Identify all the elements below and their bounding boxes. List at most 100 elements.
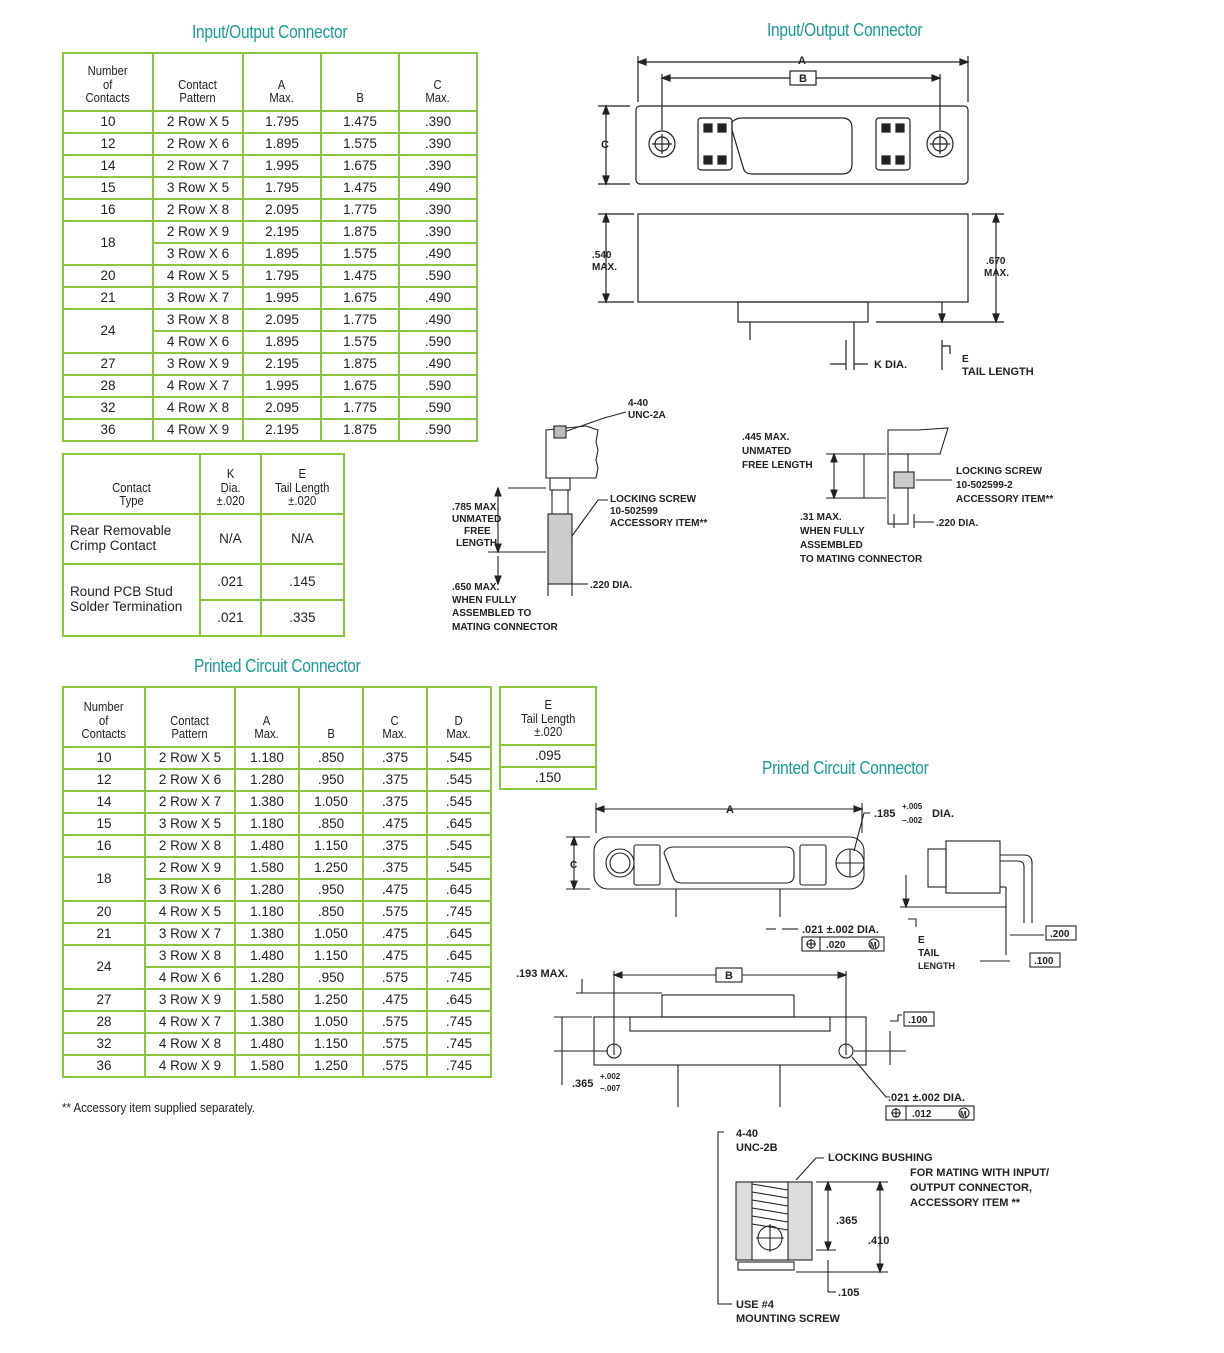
table-cell: 1.775 xyxy=(320,308,400,332)
table-cell: .590 xyxy=(398,330,478,354)
io-drawing-title: Input/Output Connector xyxy=(767,20,923,40)
contacts-count-cell: 32 xyxy=(62,396,154,420)
table-cell: .475 xyxy=(362,944,428,968)
ls2-unmated: UNMATED xyxy=(742,446,791,457)
table-cell: 2.195 xyxy=(242,220,322,244)
ls-part: 10-502599 xyxy=(610,506,658,517)
table-cell: .475 xyxy=(362,878,428,902)
table-cell: 2 Row X 8 xyxy=(144,834,236,858)
ls2-locking-screw: LOCKING SCREW xyxy=(956,466,1043,477)
table-cell: 2.095 xyxy=(242,198,322,222)
table-cell: .375 xyxy=(362,790,428,814)
table-cell: .475 xyxy=(362,812,428,836)
table-cell: 3 Row X 5 xyxy=(152,176,244,200)
table-cell: 2.095 xyxy=(242,396,322,420)
contacts-count-cell: 16 xyxy=(62,834,146,858)
table-cell: 4 Row X 6 xyxy=(144,966,236,990)
table-cell: 2.195 xyxy=(242,352,322,376)
table-cell: .490 xyxy=(398,286,478,310)
contacts-count-cell: 20 xyxy=(62,264,154,288)
table-cell: 4 Row X 7 xyxy=(144,1010,236,1034)
table-cell: 1.475 xyxy=(320,176,400,200)
ls2-to-mating: TO MATING CONNECTOR xyxy=(800,554,923,565)
table-cell: .590 xyxy=(398,418,478,442)
table-cell: 1.895 xyxy=(242,242,322,266)
table-cell: 2 Row X 8 xyxy=(152,198,244,222)
pc-365: .365 xyxy=(572,1078,593,1090)
table-cell: .545 xyxy=(426,834,492,858)
table-cell: 1.250 xyxy=(298,1054,364,1078)
column-header: B xyxy=(298,686,364,748)
pc-dim-c: C xyxy=(570,860,577,871)
ls-unc2a: UNC-2A xyxy=(628,410,666,421)
table-cell: 3 Row X 7 xyxy=(152,286,244,310)
ls-mating-connector: MATING CONNECTOR xyxy=(452,622,559,633)
table-row: .021.335 xyxy=(63,599,346,637)
pc-100-b: .100 xyxy=(908,1015,928,1026)
table-cell: 1.150 xyxy=(298,1032,364,1056)
contacts-count-cell: 15 xyxy=(62,176,154,200)
footnote: ** Accessory item supplied separately. xyxy=(62,1100,256,1115)
table-cell: 4 Row X 7 xyxy=(152,374,244,398)
table-cell: 1.250 xyxy=(298,856,364,880)
table-cell: 3 Row X 6 xyxy=(152,242,244,266)
table-cell: 1.180 xyxy=(234,900,300,924)
ls2-31-max: .31 MAX. xyxy=(800,512,842,523)
locking-bushing-drawing: 4-40 UNC-2B LOCKING BUSHING FOR MATING W… xyxy=(717,1128,1049,1325)
pc-minus002: −.002 xyxy=(902,816,923,825)
table-cell: .645 xyxy=(426,812,492,836)
pc-200: .200 xyxy=(1050,929,1070,940)
table-cell: 1.675 xyxy=(320,286,400,310)
pc-185: .185 xyxy=(874,808,895,820)
table-cell: .145 xyxy=(259,563,346,601)
table-cell: 3 Row X 8 xyxy=(144,944,236,968)
table-cell: .645 xyxy=(426,988,492,1012)
table-cell: .545 xyxy=(426,746,492,770)
table-cell: 1.995 xyxy=(242,286,322,310)
dim-tail-length: TAIL LENGTH xyxy=(962,366,1034,378)
table-cell: .745 xyxy=(426,1032,492,1056)
table-cell: .390 xyxy=(398,220,478,244)
dim-b-label: B xyxy=(799,73,807,85)
pc-plus005: +.005 xyxy=(902,802,923,811)
table-cell: .950 xyxy=(298,768,364,792)
lb-410: .410 xyxy=(868,1235,889,1247)
dim-k-dia: K DIA. xyxy=(874,359,907,371)
table-cell: 1.480 xyxy=(234,834,300,858)
table-cell: N/A xyxy=(199,513,262,565)
table-cell: 1.575 xyxy=(320,132,400,156)
ls2-220-dia: .220 DIA. xyxy=(936,518,978,529)
table-cell: .745 xyxy=(426,966,492,990)
table-row: Round PCB Stud Solder Termination.021.14… xyxy=(61,563,346,637)
pc-length: LENGTH xyxy=(918,961,955,971)
contacts-count-cell: 21 xyxy=(62,922,146,946)
ls2-when-fully: WHEN FULLY xyxy=(800,526,865,537)
table-cell: 2 Row X 5 xyxy=(152,110,244,134)
table-cell: 1.895 xyxy=(242,132,322,156)
dim-c-label: C xyxy=(601,139,609,151)
table-cell: .545 xyxy=(426,790,492,814)
ls2-free-length: FREE LENGTH xyxy=(742,460,813,471)
table-cell: .335 xyxy=(259,599,346,637)
table-cell: .545 xyxy=(426,768,492,792)
